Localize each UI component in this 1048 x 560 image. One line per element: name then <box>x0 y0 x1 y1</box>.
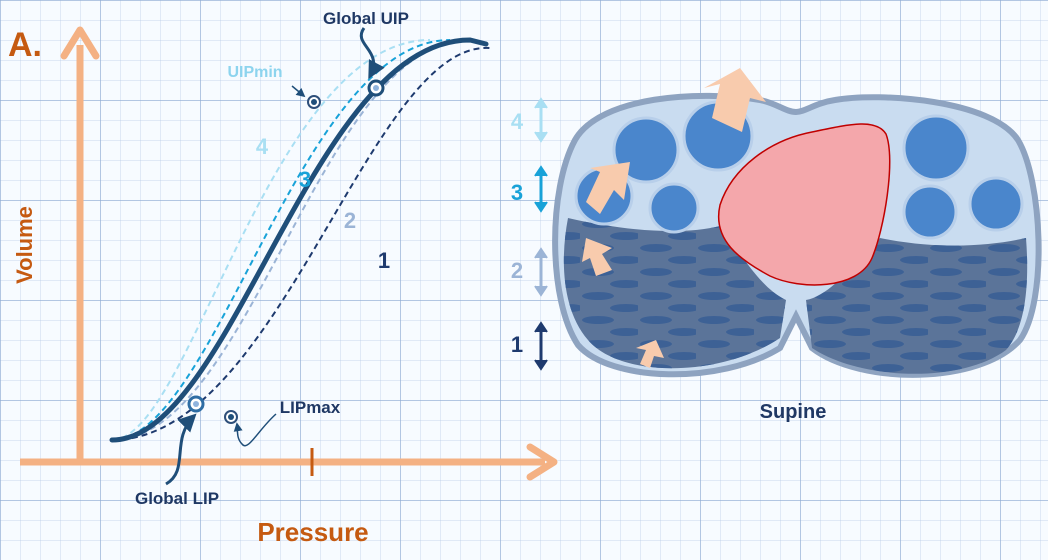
expansion-arrow <box>582 238 612 276</box>
level-indicators: 4 3 2 1 <box>511 97 548 371</box>
curve-1-label: 1 <box>378 248 390 273</box>
curve-2-label: 2 <box>344 208 356 233</box>
lung-cross-section: Supine <box>552 68 1042 423</box>
curve-4 <box>111 39 431 441</box>
heart <box>717 123 891 286</box>
level-2-arrow-heads <box>534 247 548 297</box>
alveolus <box>902 114 970 182</box>
curve-1 <box>111 46 491 441</box>
y-axis-arrowhead <box>60 26 100 60</box>
level-4-arrow-heads <box>534 97 548 143</box>
y-axis-label: Volume <box>12 206 37 284</box>
alveolus <box>648 182 700 234</box>
curve-3-label: 3 <box>299 167 311 192</box>
curve-2 <box>111 39 471 441</box>
level-3-label: 3 <box>511 180 523 205</box>
alveolus <box>612 116 680 184</box>
lung-caption: Supine <box>760 401 827 423</box>
level-2-label: 2 <box>511 258 523 283</box>
global-uip-pointer <box>359 27 385 80</box>
left-lung-dependent-pattern <box>563 218 786 369</box>
uipmin-label: UIPmin <box>227 64 282 81</box>
lipmax-label: LIPmax <box>280 398 341 417</box>
x-axis-label: Pressure <box>257 517 368 547</box>
global-lip-pointer <box>165 413 197 486</box>
alveolus <box>968 176 1024 232</box>
global-uip-label: Global UIP <box>323 9 409 28</box>
curve-3 <box>111 39 451 441</box>
curve-4-label: 4 <box>256 134 269 159</box>
x-axis-arrowhead <box>526 443 558 481</box>
level-1-label: 1 <box>511 332 523 357</box>
level-3-arrow-heads <box>534 165 548 213</box>
uipmin-point-core <box>311 99 317 105</box>
uipmin-pointer <box>291 85 306 98</box>
panel-label: A. <box>8 26 42 64</box>
alveolus <box>902 184 958 240</box>
lipmax-point-core <box>228 414 234 420</box>
expansion-arrow <box>704 68 766 132</box>
level-4-label: 4 <box>511 109 524 134</box>
expansion-arrow <box>636 340 664 368</box>
global-curve <box>109 37 489 443</box>
lipmax-pointer <box>233 413 277 447</box>
global-uip-point-core <box>373 85 379 91</box>
global-lip-label: Global LIP <box>135 489 219 508</box>
global-lip-point-core <box>193 401 199 407</box>
level-1-arrow-heads <box>534 321 548 371</box>
pv-chart: A. Volume Pressure Global UIP UIPmin Glo… <box>8 9 558 547</box>
expansion-arrow <box>586 162 630 214</box>
